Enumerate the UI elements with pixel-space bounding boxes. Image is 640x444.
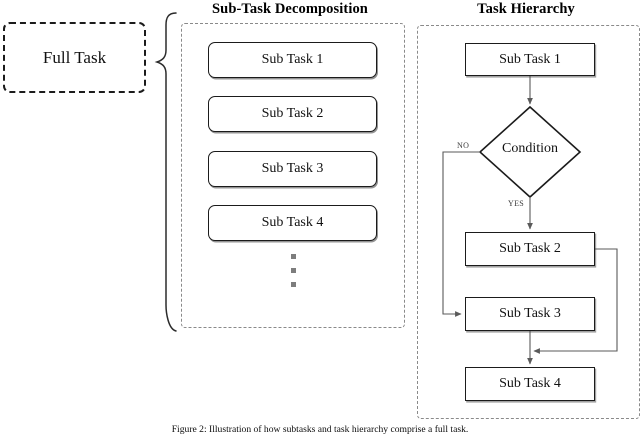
decomposition-task-1-label: Sub Task 1: [261, 52, 324, 67]
ellipsis-dot: [290, 254, 296, 259]
hierarchy-task-3-label: Sub Task 3: [499, 306, 561, 321]
panel-title-decomposition: Sub-Task Decomposition: [212, 1, 368, 17]
hierarchy-task-2[interactable]: Sub Task 2: [465, 232, 595, 266]
decomposition-container: [181, 23, 405, 328]
full-task-label: Full Task: [42, 47, 107, 67]
decomposition-task-4-label: Sub Task 4: [261, 215, 324, 230]
ellipsis-dot: [290, 268, 296, 273]
hierarchy-task-4[interactable]: Sub Task 4: [465, 367, 595, 401]
connector-task2-skip-to-task4: [533, 248, 618, 354]
hierarchy-task-3[interactable]: Sub Task 3: [465, 297, 595, 331]
decomposition-task-3[interactable]: Sub Task 3: [208, 151, 377, 187]
decomposition-task-2-label: Sub Task 2: [261, 106, 324, 121]
ellipsis-dot: [290, 282, 296, 287]
panel-title-hierarchy: Task Hierarchy: [477, 1, 575, 17]
hierarchy-task-1[interactable]: Sub Task 1: [465, 43, 595, 76]
full-task-box[interactable]: Full Task: [3, 22, 146, 93]
branch-label-no: NO: [457, 141, 470, 150]
curly-brace-icon: [154, 12, 177, 332]
decomposition-task-2[interactable]: Sub Task 2: [208, 96, 377, 132]
decomposition-task-3-label: Sub Task 3: [261, 161, 324, 176]
decomposition-task-4[interactable]: Sub Task 4: [208, 205, 377, 241]
vertical-ellipsis-icon: [284, 254, 302, 287]
branch-label-yes: YES: [508, 199, 525, 208]
hierarchy-task-1-label: Sub Task 1: [499, 51, 561, 67]
decomposition-task-1[interactable]: Sub Task 1: [208, 42, 377, 78]
figure-caption: Figure 2: Illustration of how subtasks a…: [171, 424, 469, 435]
hierarchy-task-4-label: Sub Task 4: [499, 376, 561, 391]
hierarchy-task-2-label: Sub Task 2: [499, 241, 561, 256]
condition-label: Condition: [501, 141, 558, 156]
connector-no-to-task3: [442, 151, 480, 317]
